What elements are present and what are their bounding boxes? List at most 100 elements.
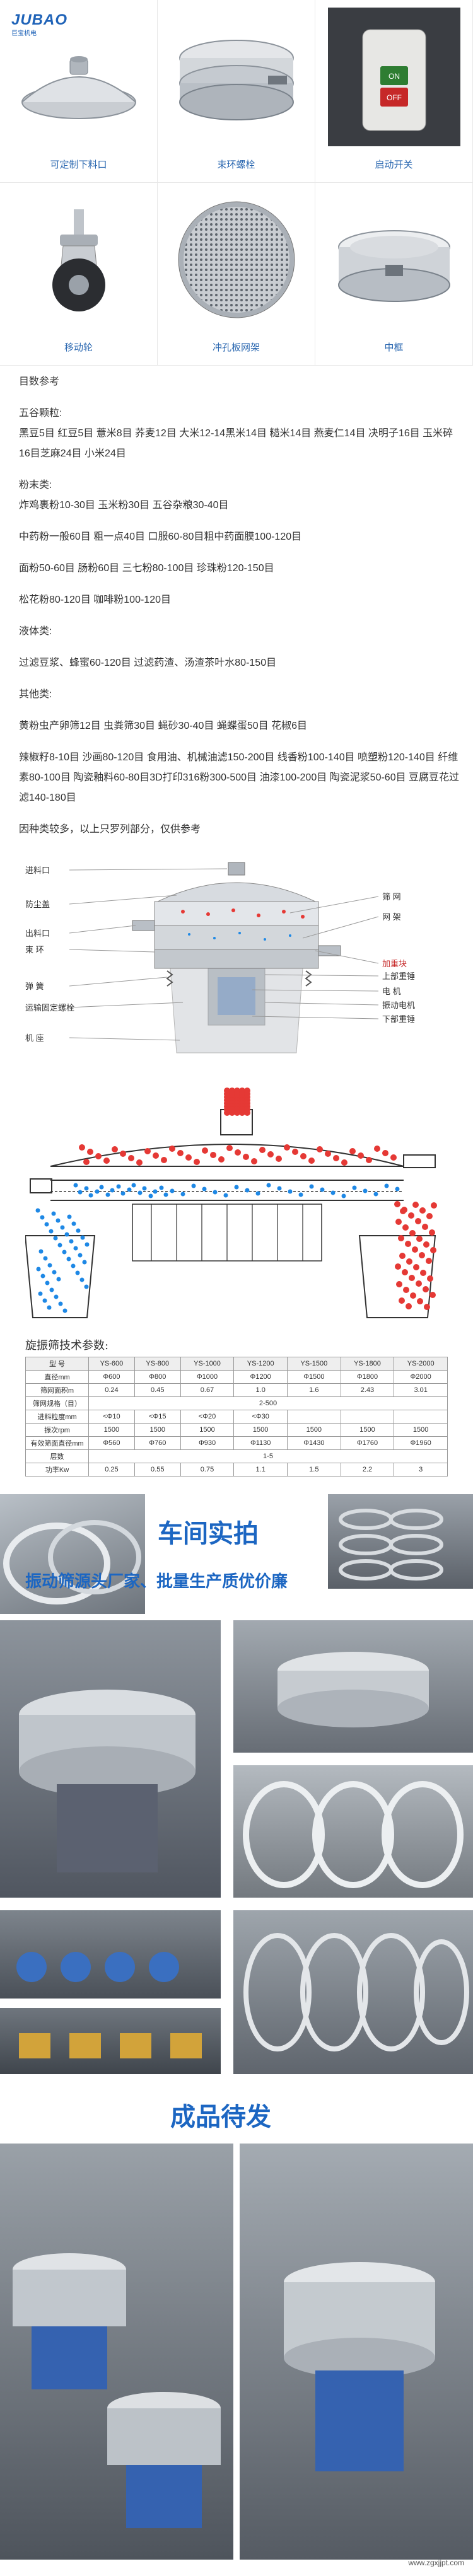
- particle: [330, 1190, 336, 1195]
- table-cell: Φ760: [134, 1436, 181, 1450]
- label-dust-cover: 防尘盖: [25, 900, 50, 909]
- section-title-grain: 五谷颗粒:: [19, 408, 62, 419]
- particle: [128, 1155, 134, 1161]
- table-cell: Φ800: [134, 1370, 181, 1384]
- particle: [78, 1190, 83, 1195]
- particle: [71, 1263, 76, 1268]
- particle: [88, 1193, 93, 1198]
- particle: [136, 1159, 143, 1166]
- particle: [300, 1153, 307, 1159]
- particle: [416, 1236, 423, 1242]
- particle: [159, 1185, 164, 1190]
- table-row: 直径mm Φ600 Φ800 Φ1000 Φ1200 Φ1500 Φ1800 Φ…: [25, 1370, 448, 1384]
- particle: [103, 1157, 110, 1164]
- particle: [148, 1193, 153, 1198]
- particle: [429, 1229, 435, 1236]
- workshop-photo: [328, 1494, 473, 1589]
- particle: [44, 1222, 49, 1227]
- table-cell: 1500: [134, 1423, 181, 1437]
- label-spring: 弹 簧: [25, 982, 44, 991]
- section-title-liquid: 液体类:: [19, 626, 52, 637]
- particle: [38, 1291, 43, 1296]
- particle: [341, 1193, 346, 1198]
- other-line: 黄粉虫产卵筛12目 虫粪筛30目 蝇砂30-40目 蝇蝶蛋50目 花椒6目: [19, 721, 307, 731]
- particle: [177, 1150, 184, 1156]
- particle: [110, 1188, 115, 1193]
- particle: [49, 1287, 54, 1292]
- particle: [66, 1256, 71, 1262]
- particle: [358, 1152, 364, 1159]
- particle: [320, 1187, 325, 1192]
- particle: [229, 1110, 235, 1116]
- table-row: 有效筛面直径mm Φ560 Φ760 Φ930 Φ1130 Φ1430 Φ176…: [25, 1436, 448, 1450]
- table-cell: [340, 1410, 395, 1424]
- particle: [405, 1241, 411, 1247]
- particle: [426, 1213, 433, 1219]
- particle: [429, 1292, 436, 1298]
- part-caption: 启动开关: [375, 160, 413, 170]
- particle: [395, 1186, 400, 1192]
- particle: [403, 1287, 409, 1293]
- table-row: 进料粒度mm <Φ10 <Φ15 <Φ20 <Φ30: [25, 1410, 448, 1424]
- powder-line: 松花粉80-120目 咖啡粉100-120目: [19, 595, 171, 605]
- particle: [395, 1219, 402, 1225]
- particle: [406, 1258, 412, 1265]
- table-cell: 1-5: [88, 1449, 448, 1463]
- particle: [153, 1189, 158, 1194]
- part-caption: 中框: [384, 342, 404, 353]
- table-cell: 0.55: [134, 1463, 181, 1477]
- table-cell: 0.25: [88, 1463, 135, 1477]
- particle: [144, 1148, 151, 1154]
- mesh-reference: 目数参考 五谷颗粒: 黑豆5目 红豆5目 薏米8目 荞麦12目 大米12-14黑…: [19, 372, 460, 840]
- table-cell: 型 号: [25, 1357, 89, 1371]
- particle: [52, 1270, 57, 1275]
- particle: [402, 1269, 408, 1275]
- workshop-photo: [0, 1620, 221, 1898]
- perforated-plate-icon: [170, 190, 303, 329]
- part-wheel: 移动轮: [0, 183, 158, 366]
- table-cell: YS-2000: [394, 1357, 448, 1371]
- table-cell: 0.75: [180, 1463, 235, 1477]
- particle: [413, 1264, 419, 1270]
- particle: [239, 1110, 245, 1116]
- particle: [127, 1187, 132, 1192]
- liquid-line: 过滤豆浆、蜂蜜60-120目 过滤药渣、汤渣茶叶水80-150目: [19, 658, 277, 668]
- particle: [47, 1305, 52, 1310]
- part-discharge: JUBAO 巨宝机电 可定制下料口: [0, 0, 158, 183]
- particle: [79, 1277, 85, 1282]
- particle: [36, 1267, 41, 1272]
- particle: [202, 1186, 207, 1192]
- particle: [170, 1188, 175, 1193]
- particle: [417, 1298, 423, 1304]
- particle: [226, 1145, 233, 1151]
- particle: [255, 1191, 260, 1196]
- table-cell: Φ1760: [340, 1436, 395, 1450]
- label-transport-bolt: 运输固定螺栓: [25, 1003, 75, 1012]
- particle: [35, 1208, 40, 1213]
- spec-table-section: 旋振筛技术参数: 型 号 YS-600 YS-800 YS-1000 YS-12…: [25, 1337, 448, 1477]
- particle: [142, 1186, 147, 1191]
- table-cell: 3.01: [394, 1383, 448, 1397]
- workshop-subtitle: 振动筛源头厂家、批量生产质优价廉: [25, 1572, 288, 1591]
- shipping-title: 成品待发: [170, 2102, 271, 2132]
- part-switch: ON OFF 启动开关: [315, 0, 473, 183]
- particle: [163, 1192, 168, 1197]
- particle: [235, 1149, 241, 1156]
- table-cell: 有效筛面直径mm: [25, 1436, 89, 1450]
- particle: [224, 1110, 230, 1116]
- particle: [288, 1189, 293, 1194]
- particle: [430, 1247, 436, 1253]
- table-cell: 直径mm: [25, 1370, 89, 1384]
- middle-frame-icon: [328, 190, 460, 329]
- particle: [234, 1185, 239, 1190]
- particle: [373, 1192, 378, 1197]
- table-cell: 1500: [394, 1423, 448, 1437]
- label-screen: 筛 网: [382, 892, 401, 902]
- table-cell: Φ600: [88, 1370, 135, 1384]
- table-row: 层数 1-5: [25, 1449, 448, 1463]
- particle: [399, 1297, 405, 1304]
- particle: [416, 1280, 422, 1287]
- table-cell: [287, 1410, 341, 1424]
- particle: [45, 1280, 50, 1285]
